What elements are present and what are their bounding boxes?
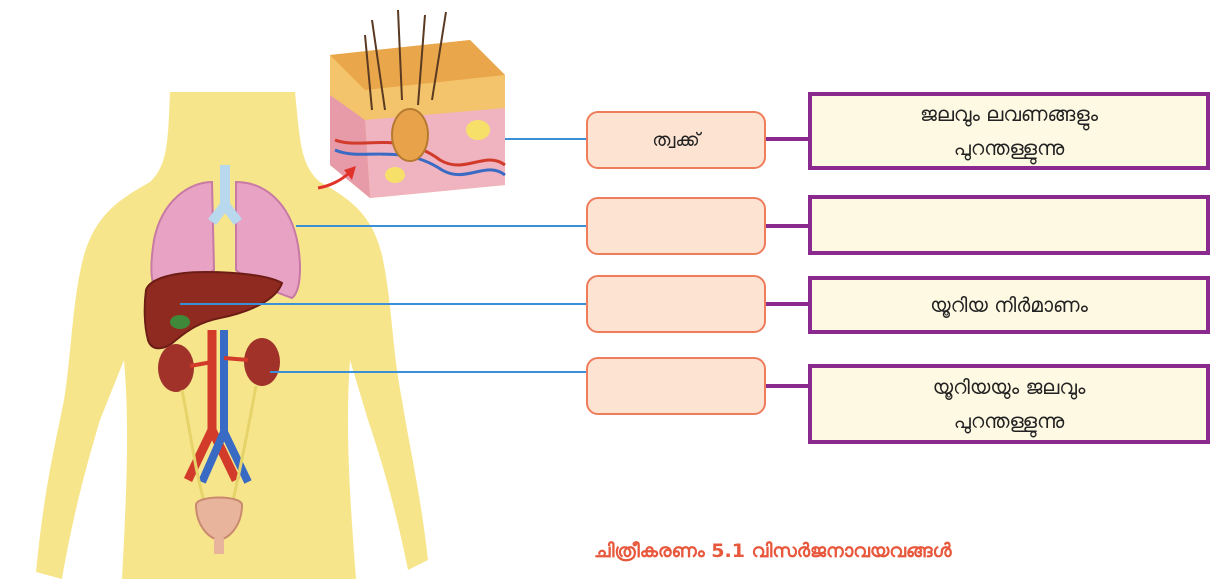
function-box-blank[interactable] — [808, 195, 1210, 255]
organ-box-blank-3[interactable] — [586, 357, 766, 415]
function-box-3: യൂറിയ നിർമാണം — [808, 276, 1210, 334]
function-box-1: ജലവും ലവണങ്ങളും പുറന്തള്ളുന്നു — [808, 92, 1210, 170]
figure-caption: ചിത്രീകരണം 5.1 വിസർജനാവയവങ്ങൾ — [594, 540, 952, 562]
right-kidney — [244, 338, 280, 386]
organ-box-skin: ത്വക്ക് — [586, 111, 766, 169]
organ-box-blank-1[interactable] — [586, 197, 766, 255]
organ-box-blank-2[interactable] — [586, 275, 766, 333]
skin-section-illustration — [330, 10, 505, 198]
left-kidney — [158, 344, 194, 392]
urethra — [214, 538, 224, 554]
function-box-4: യൂറിയയും ജലവും പുറന്തള്ളുന്നു — [808, 364, 1210, 444]
skin-pointer-arrow — [318, 172, 350, 188]
gallbladder — [170, 315, 190, 329]
